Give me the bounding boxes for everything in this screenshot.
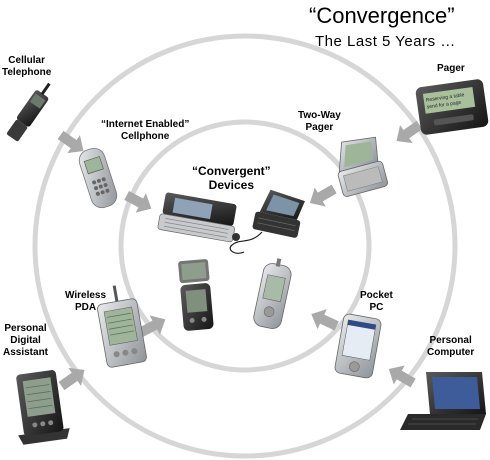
label-line: “Internet Enabled”	[101, 119, 190, 130]
outer-ring	[32, 33, 458, 459]
arrow-icon	[309, 184, 337, 207]
label-line: Pager	[305, 122, 334, 133]
pda-phone	[253, 258, 292, 329]
arrow-icon	[57, 130, 84, 154]
arrow-icon	[396, 120, 423, 144]
label-line: Assistant	[3, 347, 49, 358]
flip-phone	[6, 82, 51, 142]
pager-screen-line-2: send for a page	[426, 100, 461, 111]
pocket-pc	[334, 313, 382, 379]
label-line: PDA	[74, 302, 97, 313]
palm-pda	[178, 259, 214, 331]
diagram-subtitle: The Last 5 Years …	[315, 33, 456, 50]
label-line: Computer	[427, 347, 475, 358]
inner-ring	[118, 119, 372, 373]
alphanumeric-pager: Reserving a table send for a page	[415, 79, 489, 135]
two-way-pager	[337, 136, 388, 197]
wireless-pda	[97, 285, 147, 368]
diagram-title: “Convergence”	[309, 3, 455, 28]
label-line: Wireless	[65, 290, 107, 301]
label-line: Personal	[429, 335, 472, 346]
label-pocket-pc: Pocket PC	[360, 290, 393, 314]
label-pager: Pager	[437, 63, 465, 75]
palmtop-computer	[252, 189, 305, 238]
label-internet-cellphone: “Internet Enabled” Cellphone	[101, 119, 189, 143]
palm-cradle-pda	[16, 370, 70, 445]
label-line: Two-Way	[298, 110, 341, 121]
arrow-icon	[58, 367, 85, 391]
arrow-icon	[311, 309, 339, 331]
label-two-way-pager: Two-Way Pager	[298, 110, 341, 134]
label-line: Pocket	[360, 290, 393, 301]
label-line: Pager	[437, 63, 465, 74]
headset-cable	[229, 231, 263, 254]
headset-earpiece	[232, 233, 240, 241]
communicator	[157, 192, 237, 243]
label-wireless-pda: Wireless PDA	[65, 290, 106, 314]
label-line: Devices	[208, 178, 255, 192]
pager-screen-line-1: Reserving a table	[425, 92, 465, 103]
label-line: PC	[369, 302, 384, 313]
label-personal-computer: Personal Computer	[427, 335, 474, 359]
label-convergent-devices: “Convergent” Devices	[192, 164, 271, 192]
arrow-icon	[138, 315, 166, 337]
arrow-icon	[124, 191, 152, 213]
label-line: Digital	[10, 335, 41, 346]
laptop-computer	[400, 372, 486, 430]
nokia-cellphone	[78, 147, 118, 209]
label-line: Personal	[4, 323, 47, 334]
label-line: Cellular	[8, 55, 45, 66]
label-cellular-telephone: Cellular Telephone	[2, 55, 51, 79]
label-personal-digital-assistant: Personal Digital Assistant	[3, 323, 48, 359]
label-line: “Convergent”	[192, 164, 271, 178]
arrow-icon	[388, 365, 416, 388]
label-line: Cellphone	[121, 131, 170, 142]
label-line: Telephone	[2, 67, 52, 78]
